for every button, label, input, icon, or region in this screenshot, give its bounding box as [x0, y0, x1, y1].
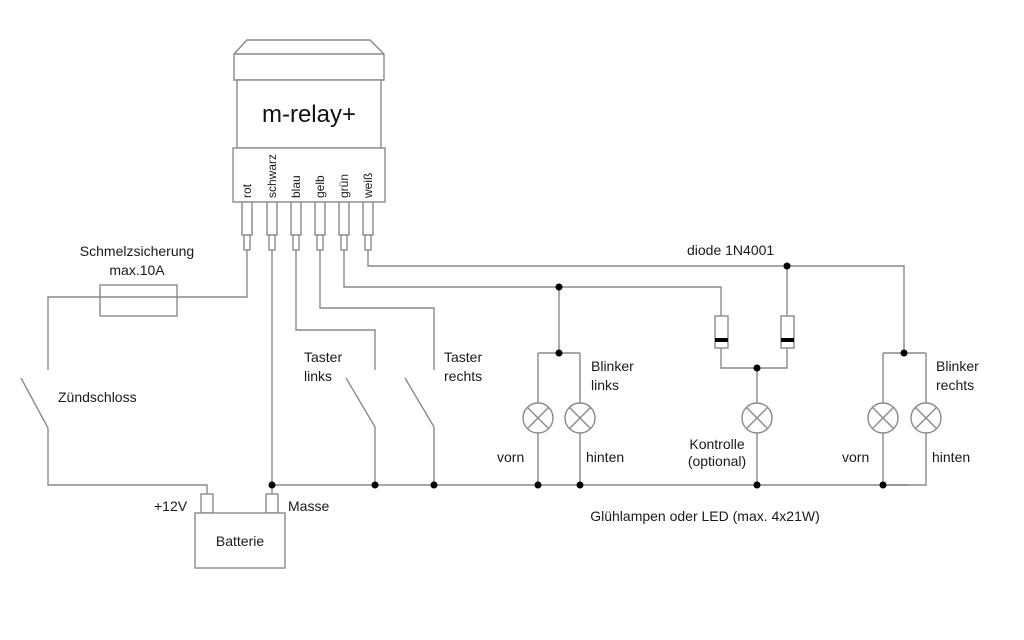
lamp-control — [741, 402, 773, 434]
fuse-label-1: Schmelzsicherung — [80, 243, 194, 259]
relay-pin-grün: grün — [337, 174, 351, 251]
switch-right-label-1: Taster — [444, 349, 482, 365]
blinker-left-label-1: Blinker — [591, 358, 634, 374]
relay-pin-label: weiß — [361, 173, 375, 199]
wire-blau — [295, 250, 376, 370]
junction-dot — [576, 481, 584, 489]
relay-pin-blau: blau — [289, 175, 303, 251]
lamp-right-rear — [910, 402, 942, 434]
switch-right-label-2: rechts — [444, 368, 482, 384]
relay-pin-rot: rot — [240, 183, 254, 251]
battery-plus-label: +12V — [154, 498, 188, 514]
ignition-switch-blade — [20, 377, 49, 429]
junction-dot — [555, 349, 563, 357]
wire-gruen — [343, 250, 722, 316]
junction-dot — [900, 349, 908, 357]
ignition-label: Zündschloss — [58, 389, 137, 405]
blinker-right-label-2: rechts — [936, 377, 974, 393]
relay-pin-label: rot — [240, 183, 254, 198]
lamp-left-rear — [564, 402, 596, 434]
junction-dot — [783, 262, 791, 270]
junction-dot — [430, 481, 438, 489]
control-label-1: Kontrolle — [689, 436, 744, 452]
lamp-left-front — [522, 402, 554, 434]
battery-plus-terminal — [200, 493, 214, 514]
diode-left — [714, 315, 729, 349]
relay: m-relay+ — [232, 39, 386, 203]
fuse — [99, 284, 178, 317]
battery-body — [194, 512, 286, 569]
junction-dot — [268, 481, 276, 489]
footer-note: Glühlampen oder LED (max. 4x21W) — [590, 508, 820, 524]
control-label-2: (optional) — [688, 453, 746, 469]
blinker-right-front-label: vorn — [842, 449, 869, 465]
relay-body — [236, 79, 382, 149]
blinker-right-label-1: Blinker — [936, 358, 979, 374]
junctions — [268, 262, 908, 489]
relay-cap — [233, 39, 385, 81]
relay-pin-label: gelb — [313, 175, 327, 198]
junction-dot — [879, 481, 887, 489]
switch-left-label-1: Taster — [304, 349, 342, 365]
blinker-left-front-label: vorn — [497, 449, 524, 465]
relay-pin-label: blau — [289, 175, 303, 198]
relay-pin-label: grün — [337, 174, 351, 198]
battery-ground-label: Masse — [288, 498, 329, 514]
junction-dot — [753, 364, 761, 372]
lamp-right-front — [867, 402, 899, 434]
relay-pins: rot schwarz blau gelb grün weiß — [240, 154, 375, 251]
diode-right — [780, 315, 795, 349]
wire-gelb — [319, 250, 435, 370]
blinker-left-label-2: links — [591, 377, 619, 393]
battery-label: Batterie — [216, 533, 264, 549]
junction-dot — [371, 481, 379, 489]
relay-pin-schwarz: schwarz — [265, 154, 279, 251]
battery-ground-terminal — [265, 493, 279, 514]
fuse-label-2: max.10A — [109, 262, 165, 278]
junction-dot — [555, 283, 563, 291]
relay-label: m-relay+ — [262, 101, 356, 128]
relay-pin-gelb: gelb — [313, 175, 327, 251]
relay-pin-weiß: weiß — [361, 173, 375, 251]
relay-connector — [232, 147, 386, 203]
wire-ignition-battery — [47, 428, 208, 494]
switch-left-blade — [345, 377, 376, 428]
blinker-right-rear-label: hinten — [932, 449, 970, 465]
switch-left-label-2: links — [304, 368, 332, 384]
diode-label: diode 1N4001 — [687, 242, 774, 258]
blinker-left-rear-label: hinten — [586, 449, 624, 465]
junction-dot — [534, 481, 542, 489]
battery: Batterie +12V Masse — [154, 493, 329, 569]
switch-right-blade — [404, 377, 435, 428]
junction-dot — [753, 481, 761, 489]
wire-weiss — [367, 250, 905, 353]
relay-pin-label: schwarz — [265, 154, 279, 198]
